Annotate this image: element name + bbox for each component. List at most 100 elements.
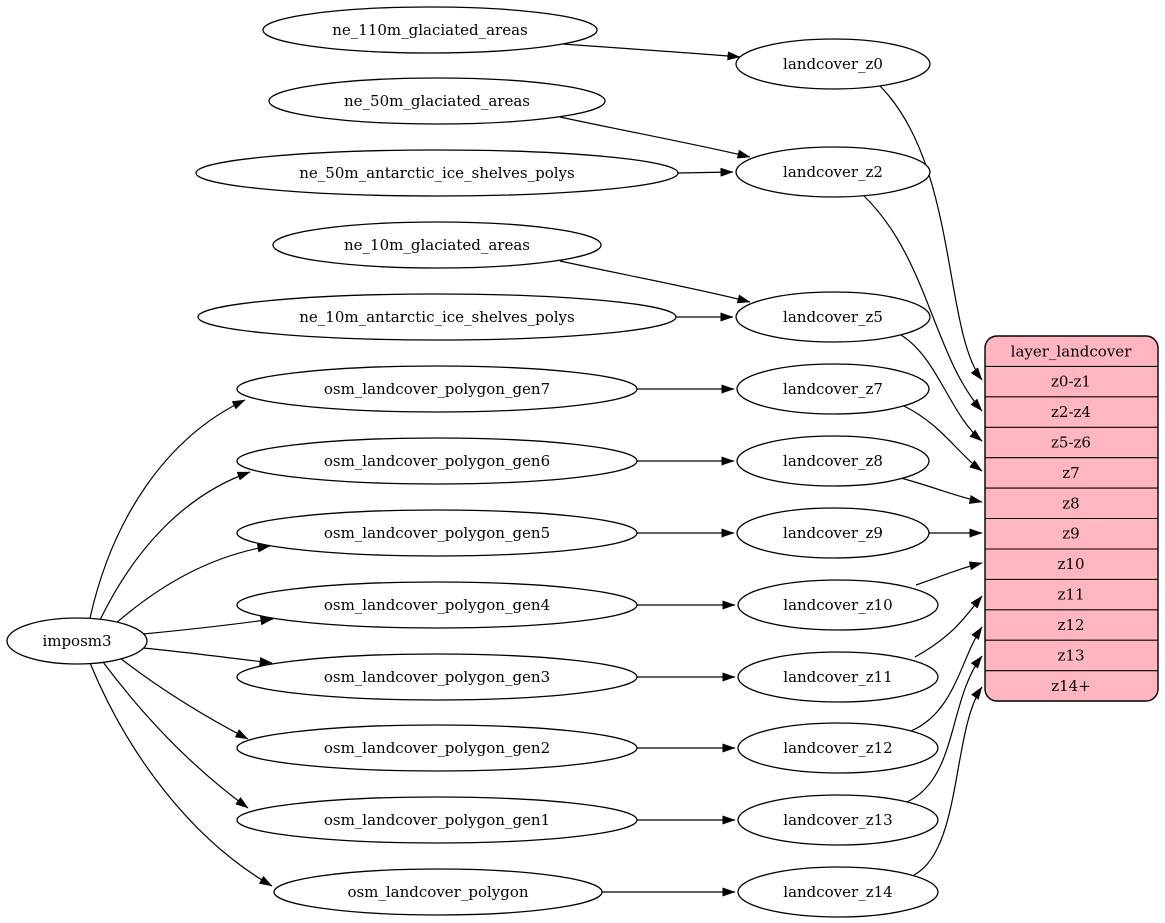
node-label: ne_10m_glaciated_areas [344,236,530,254]
node-label: landcover_z9 [783,524,883,542]
edge-z2-row [863,195,983,412]
node-osm-landcover-polygon-gen4: osm_landcover_polygon_gen4 [236,581,638,629]
edge-imposm3-gen5 [114,543,271,625]
table-row-z7: z7 [1062,464,1079,482]
node-label: landcover_z8 [783,452,883,470]
node-ne-50m-glaciated-areas: ne_50m_glaciated_areas [268,77,606,125]
node-landcover-z10: landcover_z10 [737,579,939,631]
node-label: osm_landcover_polygon_gen5 [324,524,550,542]
table-row-z0-z1: z0-z1 [1051,373,1091,391]
node-osm-landcover-polygon-gen5: osm_landcover_polygon_gen5 [236,509,638,557]
node-label: osm_landcover_polygon [347,883,528,901]
node-label: landcover_z2 [783,163,883,181]
node-landcover-z12: landcover_z12 [737,722,939,774]
node-label: imposm3 [42,632,111,650]
node-label: osm_landcover_polygon_gen7 [324,380,550,398]
node-ellipse [6,617,148,665]
node-ellipse [273,868,603,916]
table-row-z10: z10 [1058,555,1085,573]
edge-z8-row [900,477,983,504]
node-label: landcover_z12 [783,739,892,757]
table-row-z8: z8 [1062,494,1079,512]
node-ellipse [736,507,930,559]
edge-ne10mg-z5 [559,260,751,304]
node-ellipse [197,293,677,341]
node-label: ne_50m_antarctic_ice_shelves_polys [299,164,574,182]
node-label: osm_landcover_polygon_gen2 [324,739,550,757]
edge-imposm3-gen2 [119,657,249,740]
edge-imposm3-gen6 [99,471,251,621]
node-ellipse [737,866,939,918]
edge-imposm3-gen1 [102,661,249,809]
node-ellipse [737,579,939,631]
node-ne-10m-glaciated-areas: ne_10m_glaciated_areas [272,221,602,269]
node-osm-landcover-polygon-gen3: osm_landcover_polygon_gen3 [236,653,638,701]
node-ne-50m-antarctic-ice-shelves-polys: ne_50m_antarctic_ice_shelves_polys [195,149,679,197]
node-label: landcover_z7 [783,380,883,398]
node-landcover-z2: landcover_z2 [735,146,931,198]
node-ellipse [268,77,606,125]
node-ellipse [737,794,939,846]
node-ellipse [195,149,679,197]
node-label: landcover_z0 [783,55,883,73]
node-landcover-z13: landcover_z13 [737,794,939,846]
node-label: landcover_z11 [783,668,892,686]
edge-ne110m-z0 [562,43,741,61]
node-ellipse [735,38,931,90]
node-ellipse [737,722,939,774]
node-osm-landcover-polygon: osm_landcover_polygon [273,868,603,916]
edge-imposm3-gen3 [142,647,273,666]
node-label: ne_50m_glaciated_areas [344,92,530,110]
node-label: landcover_z10 [783,596,892,614]
node-ellipse [236,365,638,413]
table-row-z11: z11 [1058,586,1085,604]
node-ellipse [736,435,930,487]
node-label: ne_10m_antarctic_ice_shelves_polys [299,308,574,326]
node-ellipse [262,6,598,54]
node-label: osm_landcover_polygon_gen4 [324,596,550,614]
node-ellipse [737,651,939,703]
edge-z11-row [914,595,983,658]
table-row-z12: z12 [1058,616,1085,634]
node-label: landcover_z14 [783,883,892,901]
node-imposm3: imposm3 [6,617,148,665]
edge-ne50ma-z2 [677,167,734,177]
edge-z0-row [879,85,983,381]
edge-z12-row [910,626,983,732]
node-ellipse [272,221,602,269]
node-ellipse [236,437,638,485]
node-ellipse [735,146,931,198]
edge-imposm3-gen4 [142,616,274,635]
edge-group [89,43,983,897]
node-ellipse [236,796,638,844]
table-row-z5-z6: z5-z6 [1051,434,1091,452]
node-label: osm_landcover_polygon_gen3 [324,668,550,686]
node-label: landcover_z13 [783,811,892,829]
node-ellipse [736,363,930,415]
node-label: osm_landcover_polygon_gen6 [324,452,550,470]
node-label: landcover_z5 [783,308,883,326]
edge-z7-row [903,405,983,472]
table-row-z9: z9 [1062,525,1079,543]
node-ellipse [236,581,638,629]
node-label: ne_110m_glaciated_areas [332,21,528,39]
edge-z10-row [915,561,983,586]
table-row-z13: z13 [1058,646,1085,664]
node-landcover-z14: landcover_z14 [737,866,939,918]
node-ne-110m-glaciated-areas: ne_110m_glaciated_areas [262,6,598,54]
node-landcover-z0: landcover_z0 [735,38,931,90]
edge-imposm3-gen7 [89,399,246,619]
node-ne-10m-antarctic-ice-shelves-polys: ne_10m_antarctic_ice_shelves_polys [197,293,677,341]
table-row-z2-z4: z2-z4 [1051,403,1091,421]
node-osm-landcover-polygon-gen2: osm_landcover_polygon_gen2 [236,724,638,772]
node-ellipse [236,724,638,772]
edge-z13-row [906,655,983,803]
node-ellipse [236,509,638,557]
node-landcover-z5: landcover_z5 [735,291,931,343]
node-landcover-z11: landcover_z11 [737,651,939,703]
node-label: osm_landcover_polygon_gen1 [324,811,550,829]
edge-ne50mg-z2 [559,116,751,159]
edge-z14-row [913,686,983,876]
